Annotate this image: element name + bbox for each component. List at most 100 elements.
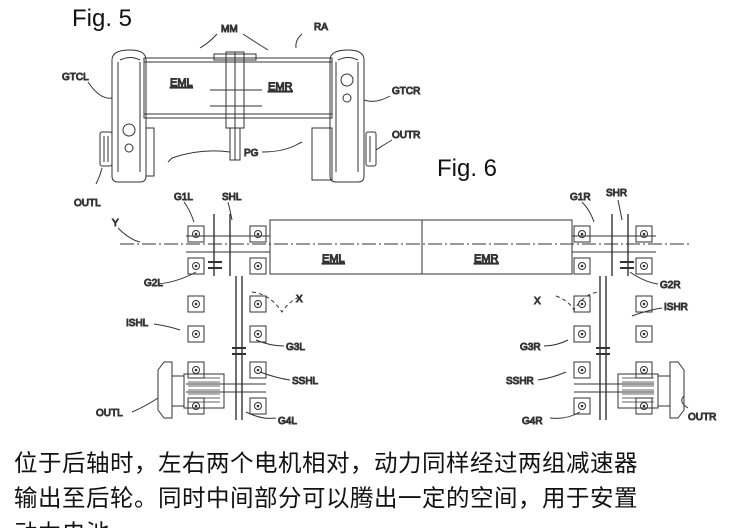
bearing-dot bbox=[580, 368, 584, 372]
bearing-dot bbox=[642, 368, 646, 372]
bearing-circle bbox=[578, 262, 586, 270]
label-shr: SHR bbox=[606, 188, 627, 199]
label-fig5-outl: OUTL bbox=[74, 198, 101, 209]
bearing-circle bbox=[192, 402, 200, 410]
bearing-circle bbox=[254, 366, 262, 374]
bearing-circle bbox=[192, 230, 200, 238]
bearing-circle bbox=[640, 330, 648, 338]
fig6-drawing: G1L SHL Y G2L X ISHL G3L SSHL OUTL G4L E… bbox=[96, 188, 717, 428]
label-ra: RA bbox=[314, 22, 328, 33]
caption-line-1: 位于后轴时，左右两个电机相对，动力同样经过两组减速器 bbox=[14, 449, 638, 477]
bearing-dot bbox=[642, 264, 646, 268]
bearing-circle bbox=[640, 300, 648, 308]
bearing-dot bbox=[642, 404, 646, 408]
label-g2l: G2L bbox=[144, 278, 163, 289]
fig5-left-gearcase bbox=[111, 49, 147, 183]
bearing-circle bbox=[254, 330, 262, 338]
label-gtcl: GTCL bbox=[62, 72, 89, 83]
bearing-dot bbox=[580, 264, 584, 268]
fig6-right-output-flange bbox=[669, 361, 685, 419]
bearing-box bbox=[573, 257, 591, 275]
bearing-circle bbox=[192, 262, 200, 270]
caption-line-3: 动力电池。 bbox=[14, 516, 734, 528]
bearing-dot bbox=[194, 264, 198, 268]
label-x-right: X bbox=[534, 296, 541, 307]
leader-mm-right bbox=[242, 33, 269, 51]
bearing-dot bbox=[580, 404, 584, 408]
label-shl: SHL bbox=[222, 192, 242, 203]
bearing-dot bbox=[194, 332, 198, 336]
bearing-circle bbox=[254, 262, 262, 270]
section-x-right bbox=[555, 291, 599, 311]
bearing-box bbox=[249, 257, 267, 275]
label-pg: PG bbox=[244, 148, 259, 159]
bearing-dot bbox=[194, 302, 198, 306]
fig6-motor-left bbox=[269, 219, 423, 275]
label-gtcr: GTCR bbox=[392, 86, 420, 97]
bearing-dot bbox=[256, 368, 260, 372]
bearing-box bbox=[573, 325, 591, 343]
bearing-box bbox=[249, 295, 267, 313]
bearing-circle bbox=[640, 262, 648, 270]
bearing-box bbox=[573, 295, 591, 313]
label-ishl: ISHL bbox=[126, 318, 149, 329]
label-sshr: SSHR bbox=[506, 376, 534, 387]
bearing-circle bbox=[578, 330, 586, 338]
bearing-box bbox=[249, 225, 267, 243]
leader-mm-left bbox=[199, 33, 218, 49]
bearing-circle bbox=[578, 230, 586, 238]
bearing-box bbox=[249, 397, 267, 415]
bearing-dot bbox=[256, 232, 260, 236]
label-g4l: G4L bbox=[278, 416, 297, 427]
fig5-title: Fig. 5 bbox=[72, 5, 133, 32]
bearing-box bbox=[573, 397, 591, 415]
fig5-right-gearcase bbox=[329, 49, 365, 183]
bearing-circle bbox=[254, 300, 262, 308]
label-fig5-emr: EMR bbox=[268, 81, 293, 93]
bearing-dot bbox=[194, 232, 198, 236]
fig6-left-output-flange bbox=[157, 361, 173, 419]
fig6-right-spline bbox=[617, 373, 659, 409]
bearing-box bbox=[187, 295, 205, 313]
bearing-dot bbox=[580, 332, 584, 336]
bearing-dot bbox=[256, 332, 260, 336]
bearing-box bbox=[187, 225, 205, 243]
fig6-motor-right bbox=[421, 219, 573, 275]
drawing-canvas: MM RA GTCL GTCR EML EMR OUTR PG OUTL bbox=[62, 22, 717, 428]
bearing-dot bbox=[256, 302, 260, 306]
bearing-box bbox=[635, 325, 653, 343]
bearing-dot bbox=[194, 368, 198, 372]
fig5-drawing: MM RA GTCL GTCR EML EMR OUTR PG OUTL bbox=[62, 22, 421, 210]
leader-pg-left bbox=[167, 150, 231, 163]
fig5-motor-housing bbox=[143, 57, 333, 119]
bearing-box bbox=[573, 225, 591, 243]
leader-pg-right bbox=[261, 141, 303, 153]
leader-outr bbox=[375, 139, 393, 151]
section-x-left bbox=[251, 291, 303, 313]
label-sshl: SSHL bbox=[292, 376, 319, 387]
fig5-right-lower-block bbox=[311, 127, 333, 181]
label-fig5-eml: EML bbox=[170, 77, 193, 89]
fig6-title: Fig. 6 bbox=[437, 155, 498, 182]
label-g3l: G3L bbox=[286, 342, 305, 353]
bearing-dot bbox=[642, 232, 646, 236]
label-mm: MM bbox=[221, 24, 238, 35]
leader-outl bbox=[95, 167, 103, 185]
label-g4r: G4R bbox=[522, 416, 543, 427]
bearing-circle bbox=[640, 402, 648, 410]
label-x-left: X bbox=[296, 294, 303, 305]
caption-text: 位于后轴时，左右两个电机相对，动力同样经过两组减速器 输出至后轮。同时中间部分可… bbox=[14, 446, 734, 528]
label-g1r: G1R bbox=[570, 192, 591, 203]
bearing-circle bbox=[192, 330, 200, 338]
leader-gtcr bbox=[363, 95, 391, 102]
bearing-circle bbox=[578, 402, 586, 410]
label-fig6-outl: OUTL bbox=[96, 408, 123, 419]
label-ishr: ISHR bbox=[664, 302, 688, 313]
label-fig6-outr: OUTR bbox=[688, 412, 716, 423]
bearing-box bbox=[573, 361, 591, 379]
bearing-dot bbox=[194, 404, 198, 408]
bearing-box bbox=[187, 325, 205, 343]
bearing-dot bbox=[580, 302, 584, 306]
caption-line-2: 输出至后轮。同时中间部分可以腾出一定的空间，用于安置 bbox=[14, 484, 638, 512]
